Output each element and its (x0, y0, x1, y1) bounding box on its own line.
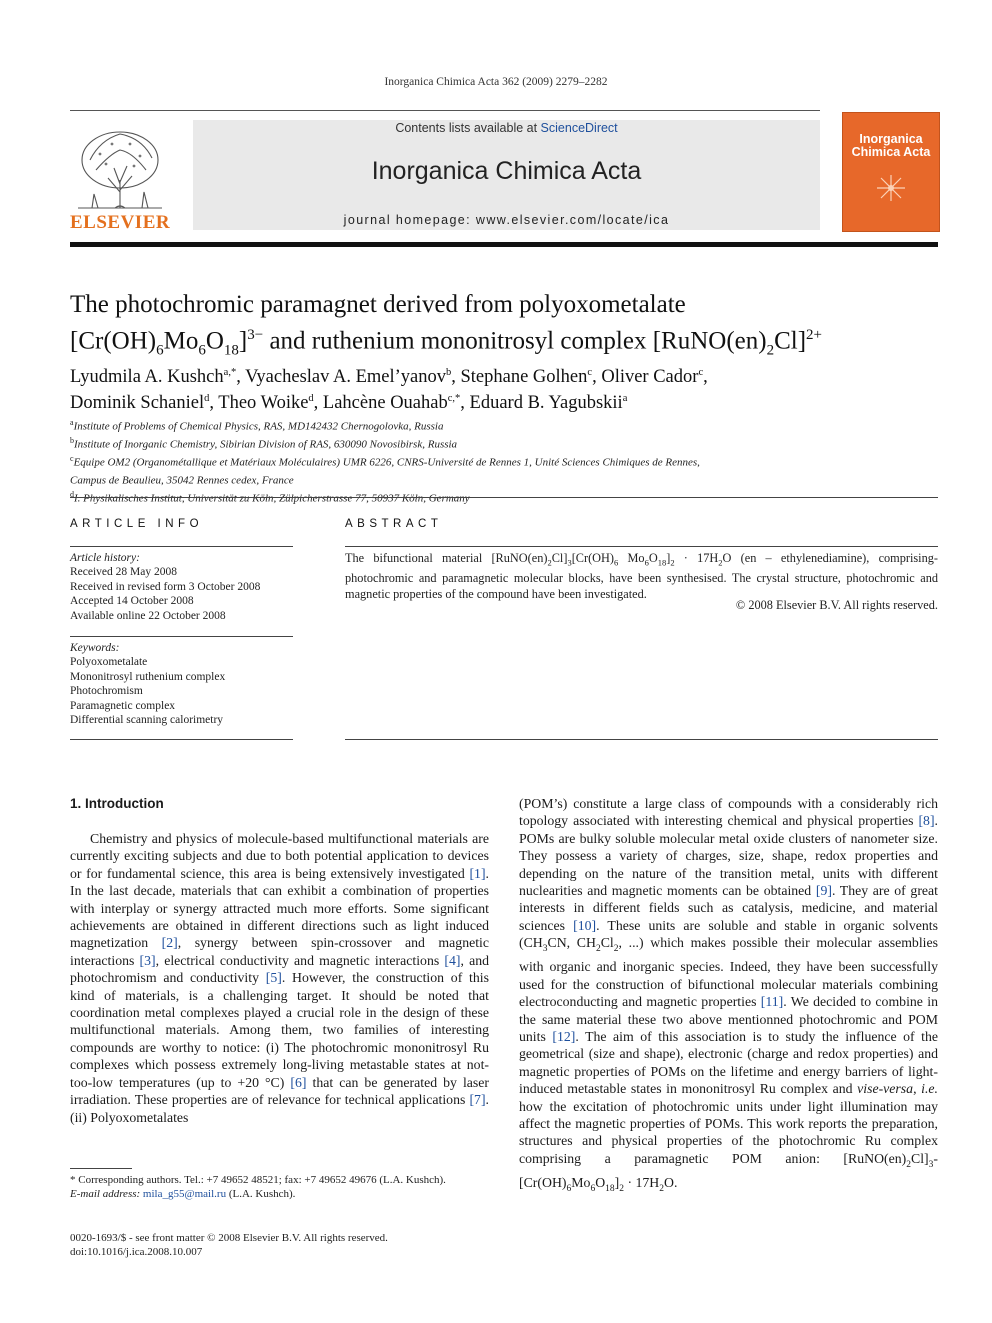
keywords-label: Keywords: (70, 642, 120, 654)
citation-link[interactable]: [7] (469, 1092, 486, 1108)
citation-link[interactable]: [5] (265, 970, 282, 986)
cover-title-line1: Inorganica (859, 132, 923, 146)
divider (70, 546, 293, 547)
issn-doi: 0020-1693/$ - see front matter © 2008 El… (70, 1231, 388, 1259)
history-label: Article history: (70, 552, 140, 564)
citation-link[interactable]: [10] (573, 917, 597, 933)
affiliations: aInstitute of Problems of Chemical Physi… (70, 416, 930, 506)
divider (345, 739, 938, 740)
journal-citation: Inorganica Chimica Acta 362 (2009) 2279–… (384, 76, 608, 88)
divider (70, 636, 293, 637)
author-name[interactable]: Oliver Cador (601, 367, 699, 388)
article-title: The photochromic paramagnet derived from… (70, 290, 930, 365)
author-name[interactable]: Stephane Golhen (460, 367, 588, 388)
header-rule (70, 110, 820, 111)
author-affil-mark[interactable]: c (587, 367, 593, 378)
article-info-heading: ARTICLE INFO (70, 518, 204, 530)
email-link[interactable]: mila_g55@mail.ru (142, 1188, 227, 1200)
citation-link[interactable]: [12] (552, 1029, 576, 1045)
affiliation-item: bInstitute of Inorganic Chemistry, Sibir… (70, 435, 458, 451)
authors-line-2: Dominik Schanield, Theo Woiked, Lahcène … (70, 393, 628, 414)
author-affil-mark[interactable]: d (204, 393, 210, 405)
footnote-rule (70, 1168, 132, 1169)
footnote-contact: * Corresponding authors. Tel.: +7 49652 … (70, 1174, 446, 1186)
affiliation-item: Campus de Beaulieu, 35042 Rennes cedex, … (70, 474, 294, 487)
affiliation-item: cEquipe OM2 (Organométallique et Matéria… (70, 453, 700, 469)
divider (345, 546, 938, 547)
affiliation-item: dI. Physikalisches Institut, Universität… (70, 489, 470, 505)
author-name[interactable]: Eduard B. Yagubskii (469, 393, 623, 414)
keyword-item: Differential scanning calorimetry (70, 714, 224, 727)
doi-line[interactable]: doi:10.1016/j.ica.2008.10.007 (70, 1246, 203, 1258)
author-affil-mark[interactable]: b (446, 367, 452, 378)
citation-link[interactable]: [4] (444, 952, 461, 968)
elsevier-tree-logo (78, 131, 162, 209)
title-line-1: The photochromic paramagnet derived from… (70, 291, 686, 318)
citation-link[interactable]: [11] (760, 994, 784, 1010)
history-item: Received 28 May 2008 (70, 566, 177, 579)
authors-line-1: Lyudmila A. Kushcha,*, Vyacheslav A. Eme… (70, 367, 708, 388)
divider (70, 739, 293, 740)
citation-link[interactable]: [3] (139, 952, 156, 968)
author-affil-mark[interactable]: a,* (223, 367, 237, 378)
author-affil-mark[interactable]: c (698, 367, 704, 378)
author-name[interactable]: Lahcène Ouahab (322, 393, 448, 414)
cover-title-line2: Chimica Acta (851, 145, 931, 159)
title-line-2: [Cr(OH)6Mo6O18]3− and ruthenium mononitr… (70, 327, 822, 359)
intro-paragraph-right: (POM’s) constitute a large class of comp… (519, 796, 938, 1194)
author-list: Lyudmila A. Kushcha,*, Vyacheslav A. Eme… (70, 362, 930, 414)
journal-title: Inorganica Chimica Acta (371, 157, 642, 185)
article-history: Article history: Received 28 May 2008 Re… (70, 551, 260, 623)
journal-banner (193, 120, 820, 230)
abstract-text: The bifunctional material [RuNO(en)2Cl]3… (345, 551, 938, 602)
author-name[interactable]: Lyudmila A. Kushch (70, 367, 224, 388)
abstract-heading: ABSTRACT (345, 518, 443, 530)
journal-homepage[interactable]: journal homepage: www.elsevier.com/locat… (343, 213, 670, 227)
citation-link[interactable]: [1] (469, 865, 486, 881)
elsevier-wordmark: ELSEVIER (70, 212, 171, 233)
section-heading-introduction: 1. Introduction (70, 796, 164, 811)
contents-line: Contents lists available at ScienceDirec… (193, 121, 820, 135)
cover-molecule-icon (877, 175, 905, 201)
citation-link[interactable]: [2] (161, 935, 178, 951)
author-name[interactable]: Theo Woike (218, 393, 309, 414)
issn-line: 0020-1693/$ - see front matter © 2008 El… (70, 1232, 388, 1244)
history-item: Accepted 14 October 2008 (70, 595, 194, 608)
citation-link[interactable]: [6] (290, 1074, 307, 1090)
history-item: Available online 22 October 2008 (70, 609, 226, 622)
keywords: Keywords: Polyoxometalate Mononitrosyl r… (70, 641, 225, 727)
author-affil-mark[interactable]: c,* (447, 393, 461, 405)
affiliation-item: aInstitute of Problems of Chemical Physi… (70, 418, 444, 433)
keyword-item: Mononitrosyl ruthenium complex (70, 670, 226, 683)
author-affil-mark[interactable]: d (308, 393, 314, 405)
header-thick-rule (70, 242, 938, 247)
author-name[interactable]: Vyacheslav A. Emel’yanov (245, 367, 446, 388)
history-item: Received in revised form 3 October 2008 (70, 580, 261, 593)
intro-paragraph-left: Chemistry and physics of molecule-based … (70, 831, 490, 1125)
keyword-item: Polyoxometalate (70, 656, 148, 669)
divider (70, 497, 938, 498)
keyword-item: Photochromism (70, 685, 143, 698)
author-affil-mark[interactable]: a (622, 393, 628, 405)
contents-prefix: Contents lists available at (395, 121, 541, 135)
corresponding-author-footnote: * Corresponding authors. Tel.: +7 49652 … (70, 1173, 489, 1201)
citation-link[interactable]: [8] (918, 813, 935, 829)
sciencedirect-link[interactable]: ScienceDirect (540, 121, 618, 135)
citation-link[interactable]: [9] (815, 883, 832, 899)
author-name[interactable]: Dominik Schaniel (70, 393, 205, 414)
abstract-copyright: © 2008 Elsevier B.V. All rights reserved… (735, 598, 938, 612)
keyword-item: Paramagnetic complex (70, 699, 176, 712)
footnote-email-line: E-mail address: mila_g55@mail.ru (L.A. K… (70, 1188, 296, 1200)
